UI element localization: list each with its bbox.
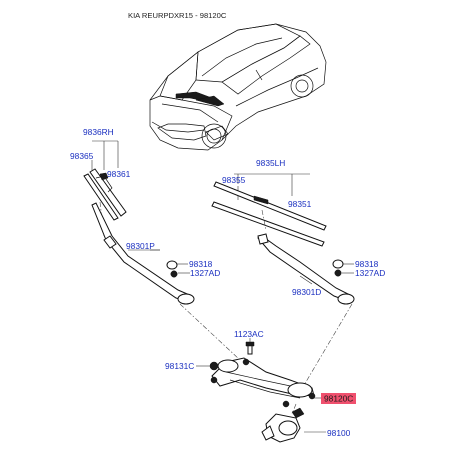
label-1327ad-left: 1327AD	[190, 268, 220, 278]
bolt-1123ac	[245, 338, 255, 355]
blade-rh-assembly	[83, 140, 127, 237]
wiper-linkage	[179, 303, 353, 408]
label-98301p: 98301P	[126, 241, 155, 251]
label-98131c: 98131C	[165, 361, 194, 371]
arm-nut-rh	[170, 270, 190, 278]
arm-cap-lh	[332, 259, 354, 269]
label-98351: 98351	[288, 199, 312, 209]
diagram-title: KIA REURPDXR15 - 98120C	[128, 11, 227, 20]
label-9836rh: 9836RH	[83, 127, 114, 137]
label-1327ad-right: 1327AD	[355, 268, 385, 278]
label-98318-right: 98318	[355, 259, 379, 269]
arm-cap-rh	[166, 260, 188, 270]
wiper-blade-lh	[213, 181, 327, 231]
arm-nut-lh	[334, 269, 354, 277]
label-98100: 98100	[327, 428, 351, 438]
label-1123ac: 1123AC	[234, 329, 264, 339]
blade-refill-rh	[83, 173, 119, 221]
label-98318-left: 98318	[189, 259, 213, 269]
blade-lh-assembly	[211, 173, 327, 247]
wiper-arm-rh	[91, 202, 195, 305]
label-98301d: 98301D	[292, 287, 321, 297]
label-98365: 98365	[70, 151, 94, 161]
wiper-blade-rh	[89, 168, 127, 217]
highlight-98120c	[321, 393, 356, 404]
label-98355: 98355	[222, 175, 246, 185]
blade-refill-lh	[211, 201, 325, 247]
label-9835lh: 9835LH	[256, 158, 285, 168]
wiper-arm-lh	[257, 233, 355, 305]
grommet-98131c	[196, 361, 219, 371]
car-illustration	[149, 23, 327, 151]
label-98361: 98361	[107, 169, 131, 179]
wiper-motor	[261, 403, 326, 443]
label-98120c: 98120C	[324, 394, 353, 404]
